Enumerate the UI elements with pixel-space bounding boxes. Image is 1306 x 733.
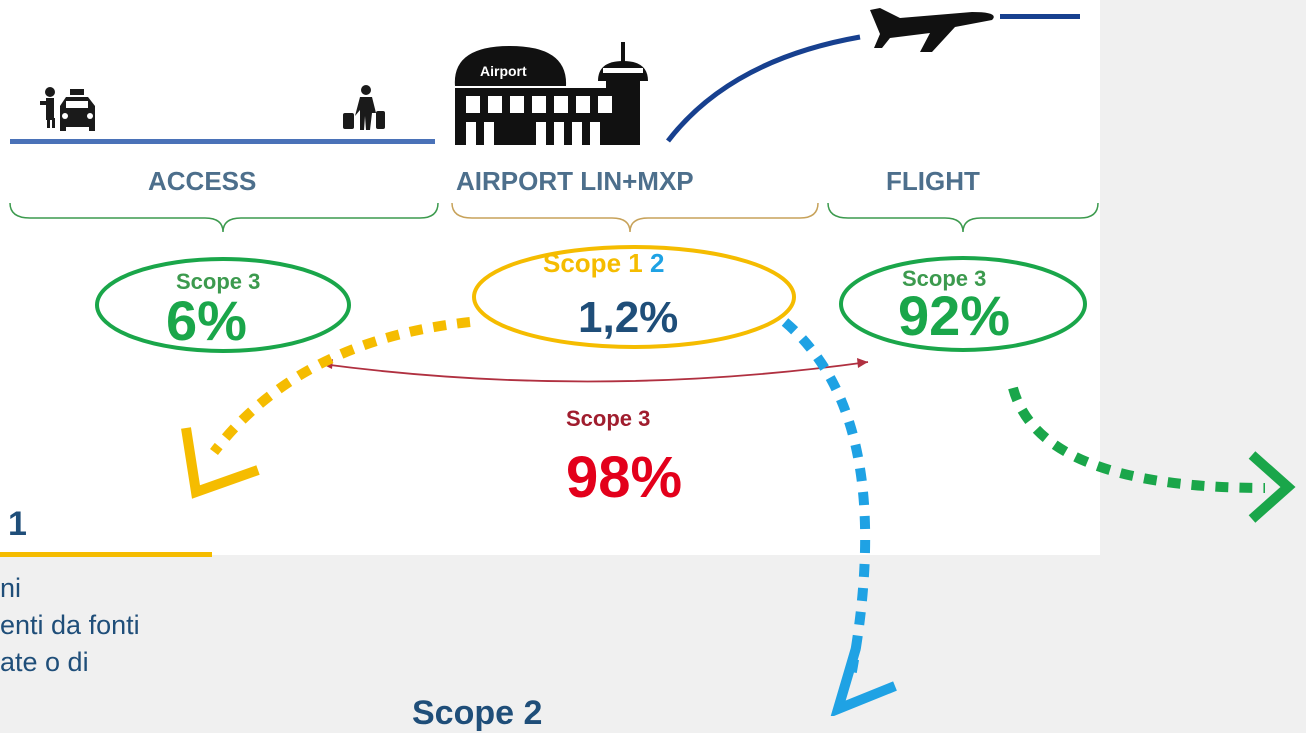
scope3-arrowhead-right xyxy=(857,358,868,368)
access-scope-value: 6% xyxy=(166,289,247,352)
access-road-line xyxy=(10,139,435,144)
total-scope-value: 98% xyxy=(566,445,683,510)
traveller-icon xyxy=(343,85,385,130)
scope1-line-2: enti da fonti xyxy=(0,610,140,640)
total-scope-label: Scope 3 xyxy=(566,406,651,431)
airport-scope-ellipse xyxy=(472,245,796,349)
scope1-line-1: ni xyxy=(0,573,22,603)
flight-horizon-line xyxy=(1000,14,1080,19)
scope2-title-partial: Scope 2 xyxy=(412,694,543,732)
airport-bracket xyxy=(451,202,819,233)
segment-label-flight: FLIGHT xyxy=(886,166,980,196)
scope3-double-arrow xyxy=(321,361,869,383)
yellow-arrowhead xyxy=(181,427,260,499)
blue-dotted-arrow xyxy=(781,318,871,683)
access-scope-ellipse xyxy=(95,257,351,353)
flight-bracket xyxy=(827,202,1099,233)
yellow-dotted-arrow xyxy=(210,317,471,456)
airport-scope-label-b: 2 xyxy=(649,248,665,278)
green-dotted-arrow xyxy=(1008,386,1266,493)
access-scope-label: Scope 3 xyxy=(176,269,261,294)
blue-arrowhead xyxy=(830,646,897,716)
segment-label-access: ACCESS xyxy=(148,166,257,196)
airport-sign-text: Airport xyxy=(480,63,527,79)
airport-scope-label-a: Scope 1 xyxy=(543,248,643,278)
airport-building-icon xyxy=(454,42,648,145)
scope1-underline xyxy=(0,552,212,557)
segment-label-airport: AIRPORT LIN+MXP xyxy=(456,166,694,196)
scope1-description: ni enti da fonti ate o di xyxy=(0,570,140,681)
access-bracket xyxy=(9,202,439,233)
flight-scope-value: 92% xyxy=(898,284,1011,347)
flight-scope-label: Scope 3 xyxy=(902,266,987,291)
green-arrowhead xyxy=(1248,451,1296,523)
diagram-graphics xyxy=(0,8,1296,716)
scope1-line-3: ate o di xyxy=(0,647,89,677)
taxi-icon xyxy=(40,87,95,131)
plane-icon xyxy=(870,8,994,52)
flight-scope-ellipse xyxy=(839,256,1087,352)
scope1-title-partial: 1 xyxy=(8,505,27,543)
flight-path-line xyxy=(666,34,861,143)
airport-scope-value: 1,2% xyxy=(578,293,679,342)
airport-scope-label-1: Scope 1 2 xyxy=(543,248,664,279)
